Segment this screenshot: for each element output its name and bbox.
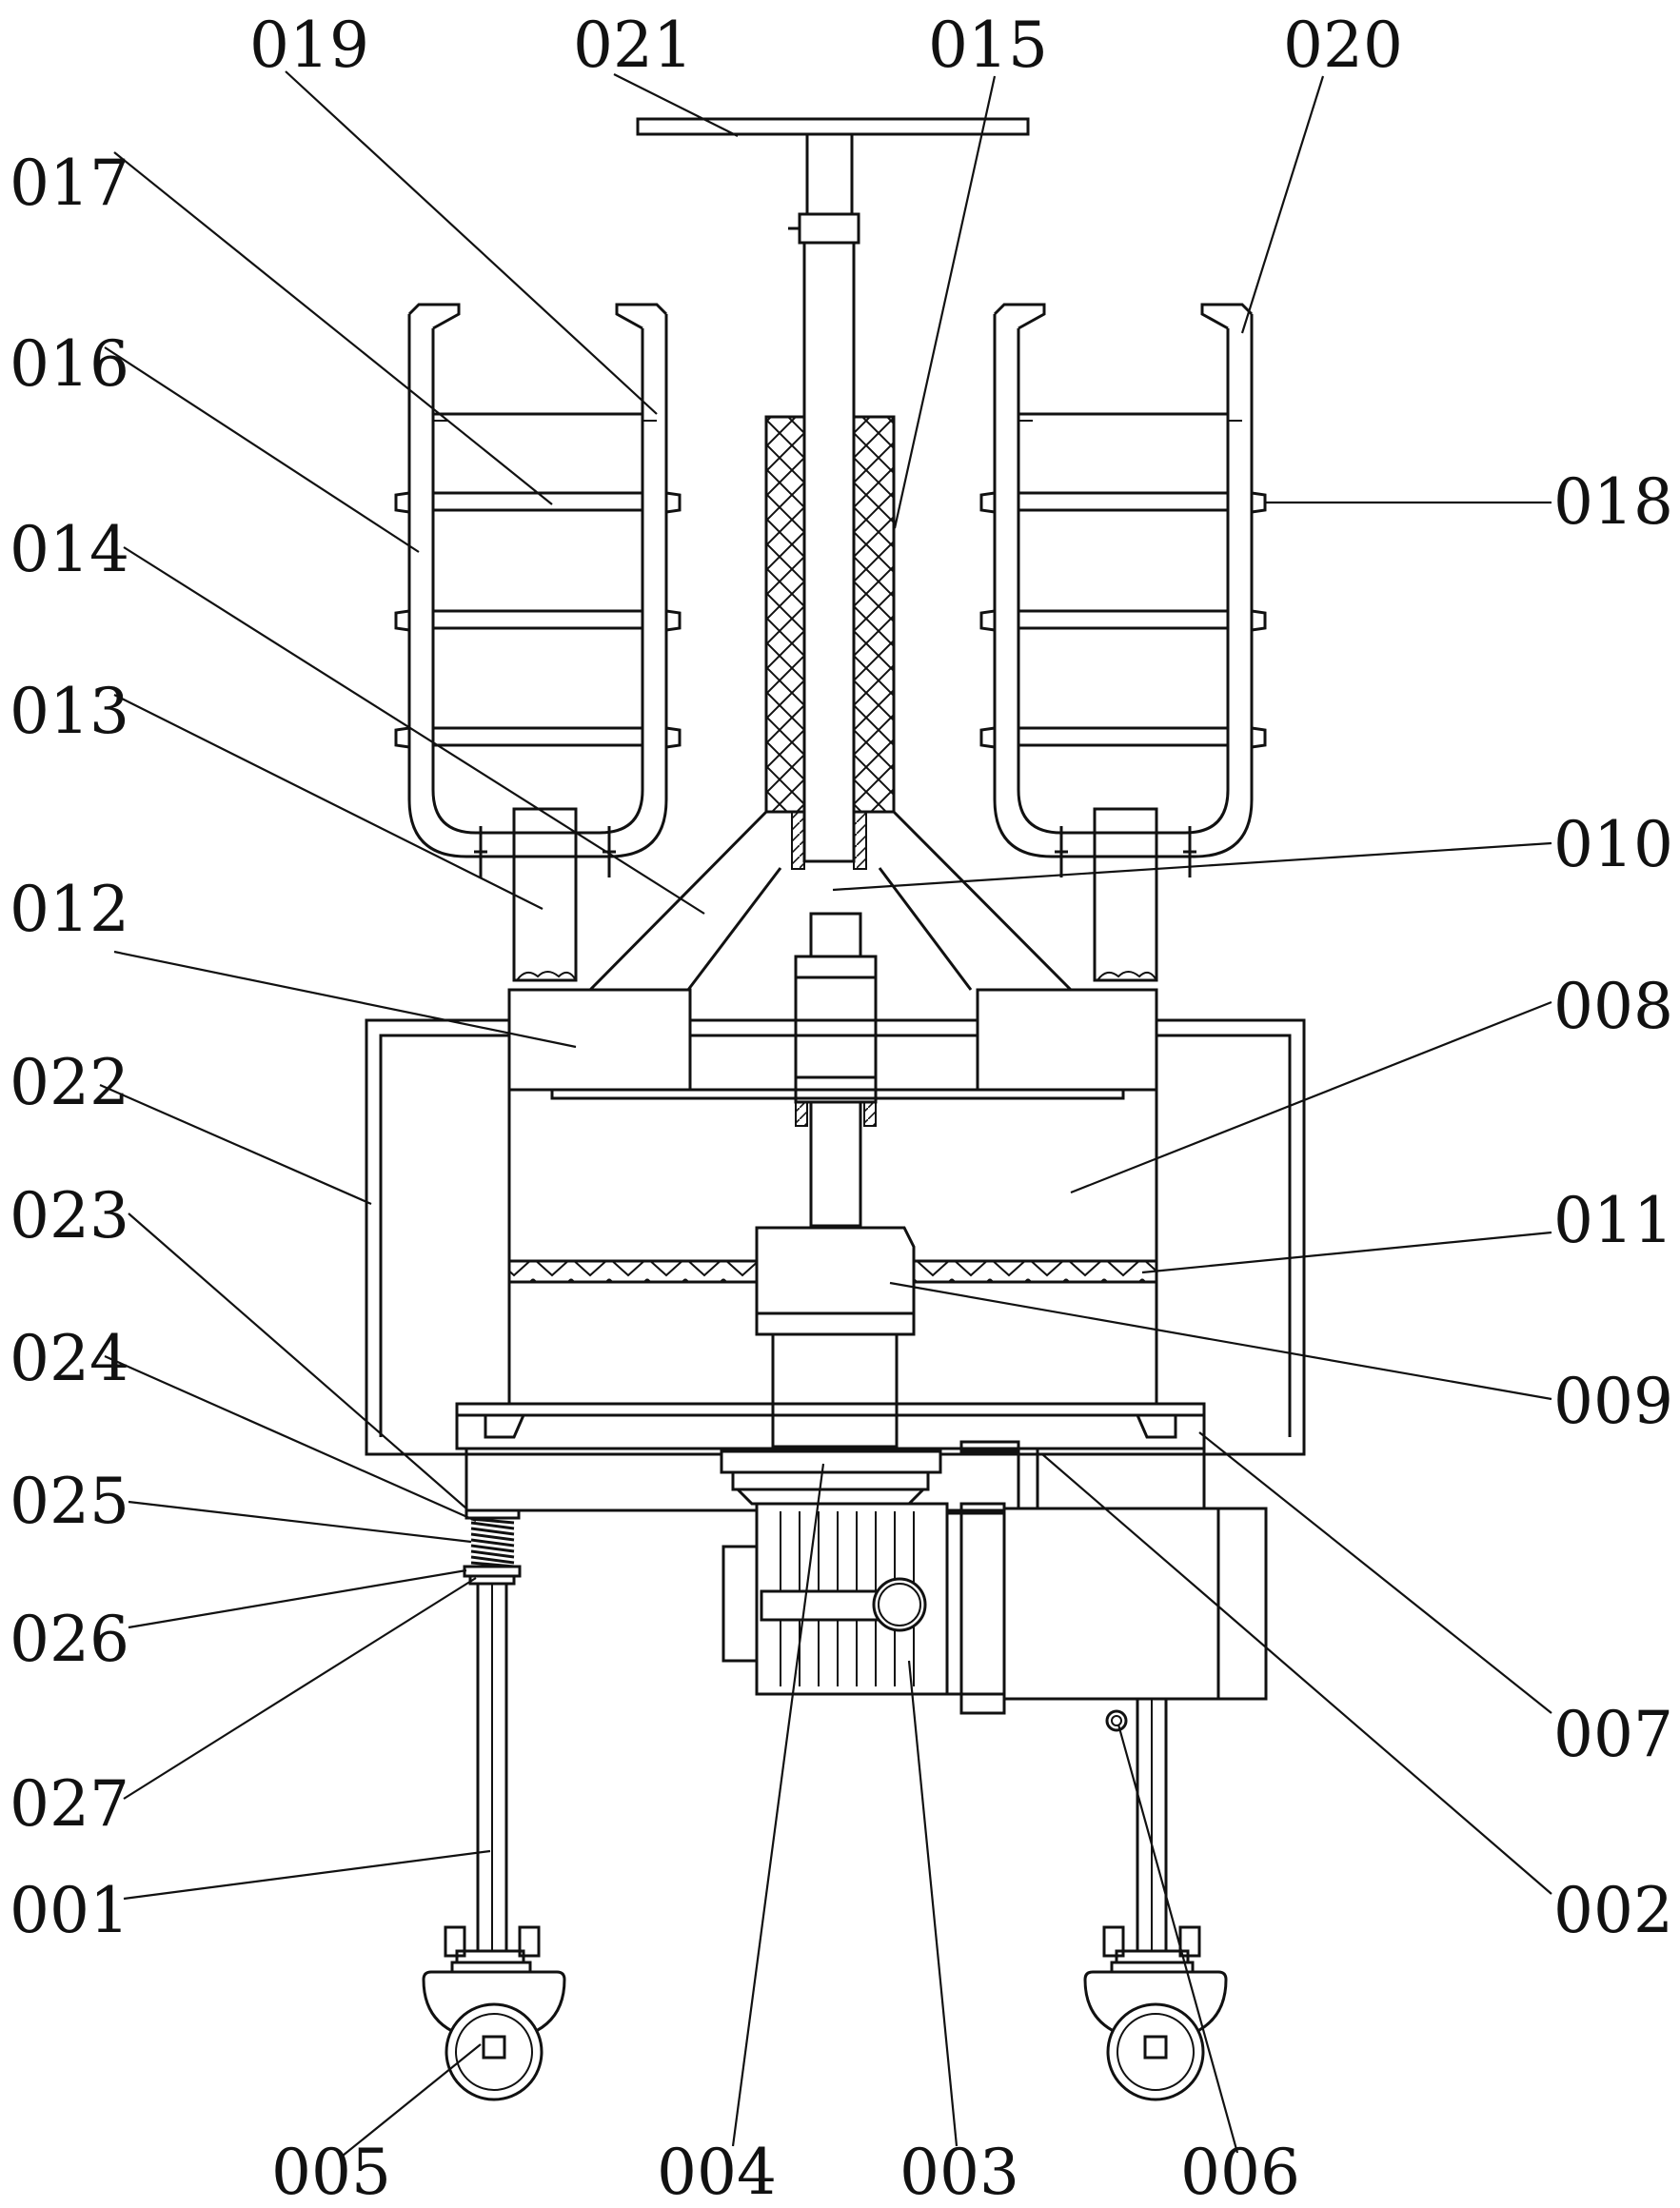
label-020: 020 (1283, 9, 1403, 82)
label-017: 017 (10, 147, 129, 220)
label-022: 022 (10, 1046, 129, 1119)
leader-lines (99, 70, 1552, 2157)
label-009: 009 (1553, 1365, 1673, 1438)
label-027: 027 (10, 1767, 129, 1841)
label-007: 007 (1553, 1698, 1673, 1771)
label-016: 016 (10, 327, 129, 401)
label-025: 025 (10, 1465, 129, 1538)
label-008: 008 (1553, 970, 1673, 1043)
funnel-cone (588, 810, 1073, 992)
label-006: 006 (1180, 2136, 1300, 2208)
label-015: 015 (928, 9, 1048, 82)
right-basket (979, 303, 1267, 982)
label-011: 011 (1553, 1184, 1673, 1257)
right-leg (1083, 1697, 1228, 2101)
label-018: 018 (1553, 465, 1673, 539)
label-004: 004 (657, 2136, 777, 2208)
label-021: 021 (573, 9, 693, 82)
label-002: 002 (1553, 1874, 1673, 1947)
label-012: 012 (10, 873, 129, 946)
label-014: 014 (10, 513, 129, 586)
part-labels: 019 021 015 020 017 016 018 014 013 010 … (10, 9, 1673, 2208)
label-010: 010 (1553, 808, 1673, 881)
left-leg (422, 1508, 566, 2101)
label-005: 005 (271, 2136, 391, 2208)
hatched-sleeve (764, 415, 896, 870)
coupling-block (755, 1226, 916, 1449)
label-024: 024 (10, 1322, 129, 1395)
control-box (1002, 1507, 1268, 1732)
label-019: 019 (249, 9, 369, 82)
left-basket (394, 303, 682, 982)
label-013: 013 (10, 675, 129, 748)
label-026: 026 (10, 1603, 129, 1676)
motor (721, 1502, 1006, 1715)
label-003: 003 (899, 2136, 1019, 2208)
handle-assembly (636, 117, 1030, 863)
label-023: 023 (10, 1179, 129, 1252)
coupling (794, 912, 878, 1228)
label-001: 001 (10, 1874, 129, 1947)
base-plate (455, 1402, 1206, 1512)
